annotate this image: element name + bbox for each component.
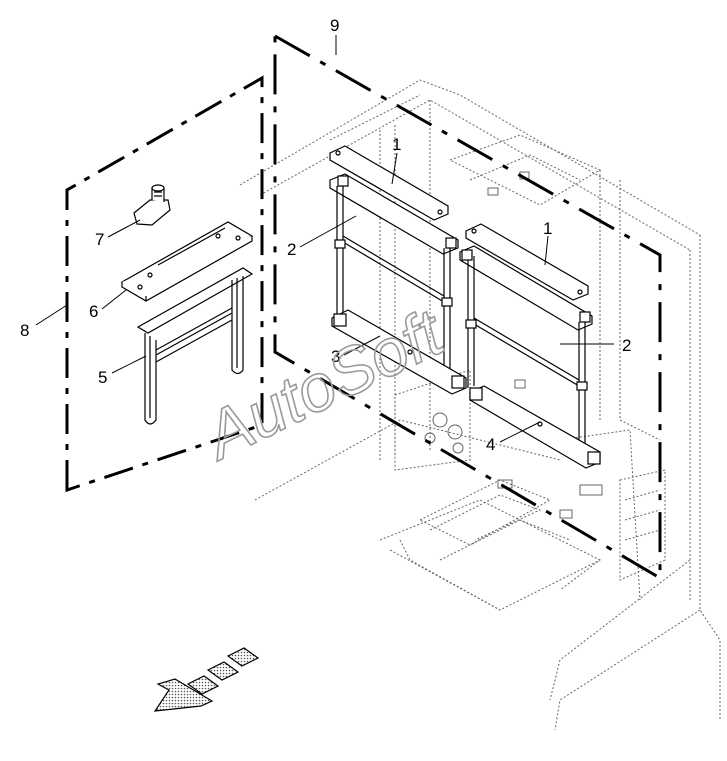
leader-line-4 — [499, 421, 541, 443]
callout-2-left: 2 — [287, 240, 296, 259]
leader-line-5 — [111, 355, 147, 374]
leader-line-8 — [35, 304, 68, 326]
cab-console-details — [424, 171, 603, 519]
part-7-knob — [133, 184, 171, 226]
part-4-rail — [469, 385, 601, 469]
callout-6: 6 — [89, 302, 98, 321]
callout-4: 4 — [486, 435, 495, 454]
callout-3: 3 — [331, 347, 340, 366]
callout-7: 7 — [95, 230, 104, 249]
callout-9: 9 — [330, 16, 339, 35]
callout-1-left: 1 — [392, 135, 401, 154]
callout-2-right: 2 — [622, 336, 631, 355]
leader-line-1-right — [544, 235, 549, 266]
callout-8: 8 — [20, 321, 29, 340]
callout-5: 5 — [98, 368, 107, 387]
group-boundary-8 — [65, 75, 264, 493]
part-1-bracket-right — [465, 223, 589, 301]
part-6-plate — [120, 221, 254, 302]
part-5-frame — [136, 267, 254, 425]
leader-line-2-left — [299, 215, 357, 248]
cab-structure — [239, 79, 721, 731]
callout-1-right: 1 — [543, 219, 552, 238]
part-2-window-left — [329, 173, 459, 378]
front-direction-arrow-icon — [153, 647, 260, 712]
leader-line-6 — [101, 289, 127, 310]
part-1-bracket-left — [329, 145, 449, 221]
leader-line-3 — [343, 335, 381, 356]
group-boundary-9 — [273, 33, 662, 581]
part-3-rail — [331, 309, 467, 395]
leader-line-1-left — [391, 152, 398, 185]
leader-line-7 — [107, 219, 141, 238]
